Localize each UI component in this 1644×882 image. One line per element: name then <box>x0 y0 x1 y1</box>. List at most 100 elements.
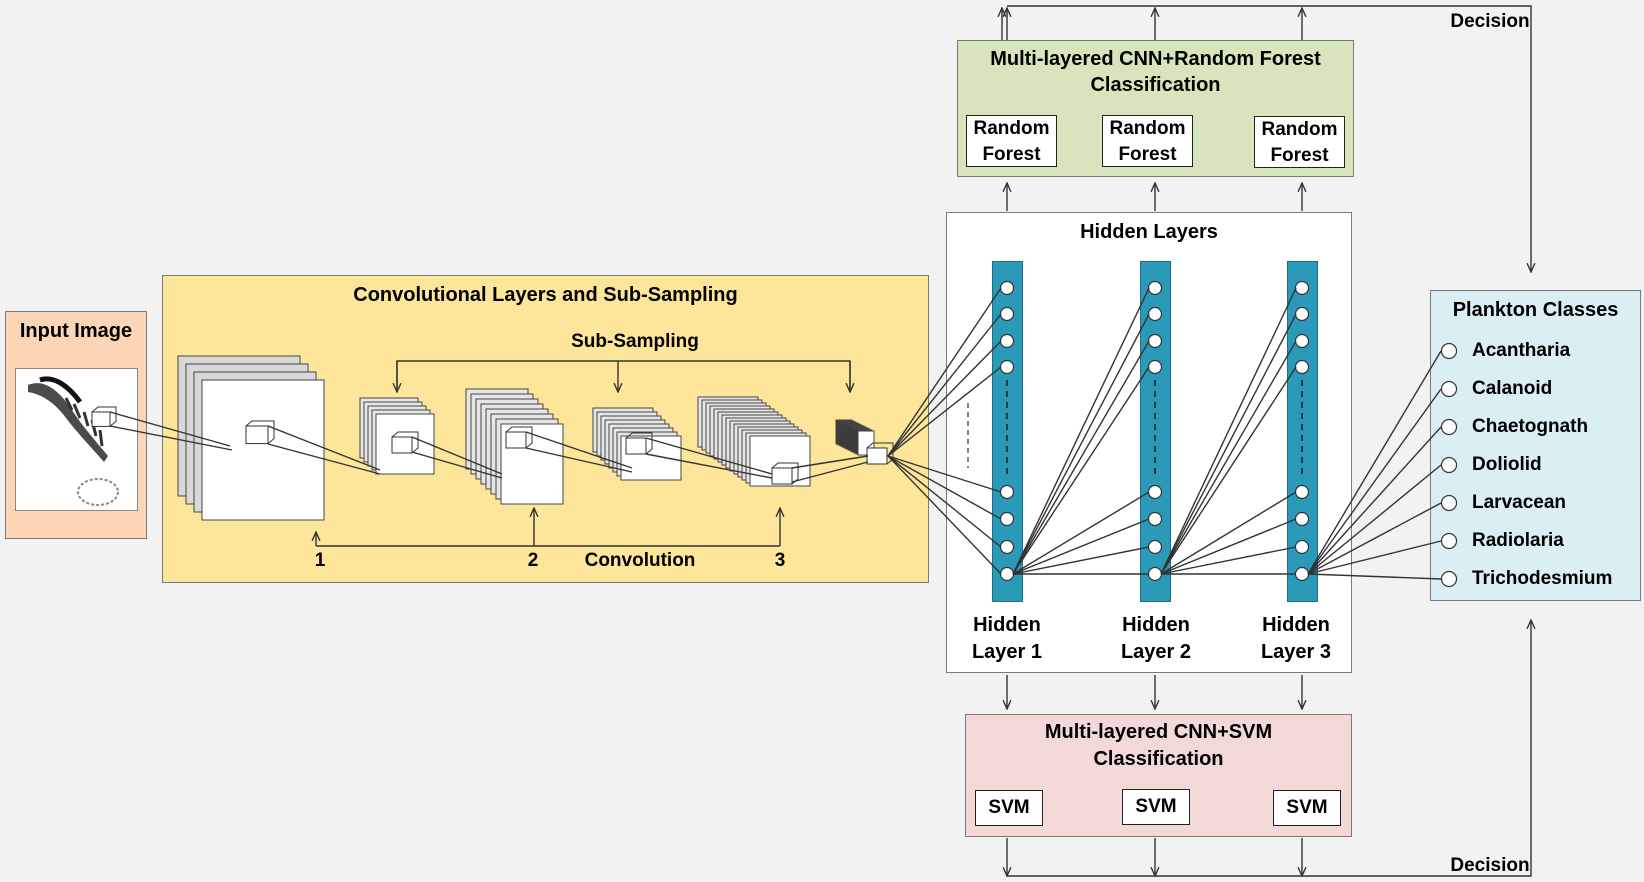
class-node <box>1440 456 1458 474</box>
kernel-cube <box>91 406 117 427</box>
input-connection <box>887 366 1002 457</box>
output-connection <box>1307 573 1442 580</box>
hidden-node <box>1147 484 1163 500</box>
hidden-node <box>1294 511 1310 527</box>
plankton-classes-title: Plankton Classes <box>1452 299 1619 321</box>
kernel-cube <box>391 436 413 454</box>
decision-route-bottom <box>1007 620 1531 877</box>
rf-item-line2: Forest <box>1270 145 1329 166</box>
feature-map-stack-1 <box>201 379 325 521</box>
projection-line <box>791 455 869 469</box>
hidden-node <box>1147 511 1163 527</box>
hidden-node <box>999 539 1015 555</box>
kernel-cube <box>245 420 275 444</box>
input-connection <box>887 455 1002 548</box>
subsampling-label: Sub-Sampling <box>571 331 699 352</box>
output-connection <box>1307 388 1442 575</box>
rf-item-line2: Forest <box>1118 144 1177 165</box>
hidden-layer-3-label-b: Layer 3 <box>1260 641 1332 663</box>
plankton-class-label: Radiolaria <box>1472 530 1564 551</box>
layer-connection <box>1160 491 1297 575</box>
input-connection <box>887 455 1002 575</box>
layer-connection <box>1160 313 1297 575</box>
projection-line <box>267 443 381 475</box>
hidden-node <box>1147 539 1163 555</box>
input-connection <box>887 455 1002 520</box>
projection-line <box>109 411 231 447</box>
svm-box-2: SVM <box>1122 789 1190 825</box>
hidden-node <box>1147 306 1163 322</box>
rf-item-line1: Random <box>973 118 1050 139</box>
conv-step-3: 3 <box>774 550 786 571</box>
hidden-layers-title: Hidden Layers <box>1080 221 1218 243</box>
kernel-cube <box>866 447 888 465</box>
plankton-specimen-drawing <box>28 376 119 506</box>
plankton-classes-panel <box>1430 290 1641 601</box>
rf-item-line2: Forest <box>982 144 1041 165</box>
kernel-cube <box>625 437 647 455</box>
svm-box-3: SVM <box>1273 790 1341 826</box>
plankton-class-label: Chaetognath <box>1472 416 1589 437</box>
hidden-node <box>999 484 1015 500</box>
rf-item-line1: Random <box>1261 119 1338 140</box>
layer-connection <box>1012 518 1150 575</box>
class-node <box>1440 570 1458 588</box>
decision-label-bottom: Decision <box>1450 855 1530 876</box>
layer-connection <box>1012 491 1150 575</box>
decision-label-top: Decision <box>1450 11 1530 32</box>
kernel-cube <box>625 432 653 455</box>
layer-connection <box>1012 546 1150 575</box>
convolution-label: Convolution <box>584 550 696 571</box>
layer-connection <box>1160 518 1297 575</box>
output-connection <box>1307 502 1442 575</box>
conv-step-2: 2 <box>527 550 539 571</box>
projection-line <box>525 447 633 473</box>
output-connection <box>1307 350 1442 575</box>
hidden-node <box>1147 566 1163 582</box>
conv-panel-title: Convolutional Layers and Sub-Sampling <box>353 284 738 306</box>
layer-connection <box>1012 340 1150 575</box>
projection-line <box>645 437 773 475</box>
class-node <box>1440 494 1458 512</box>
plankton-class-label: Doliolid <box>1472 454 1542 475</box>
projection-line <box>109 425 233 451</box>
projection-line <box>411 436 503 475</box>
layer-connection <box>1160 287 1297 575</box>
hidden-node <box>1294 484 1310 500</box>
kernel-cube <box>505 431 527 449</box>
projection-line <box>645 453 773 479</box>
hidden-layer-2-label-a: Hidden <box>1122 614 1190 636</box>
hidden-node <box>999 511 1015 527</box>
plankton-class-label: Acantharia <box>1472 340 1571 361</box>
output-connection <box>1307 540 1442 575</box>
hidden-layer-3-label-a: Hidden <box>1262 614 1330 636</box>
projection-line <box>267 425 381 471</box>
kernel-cube <box>391 431 419 454</box>
input-image-title: Input Image <box>19 320 133 342</box>
projection-line <box>525 431 633 469</box>
hidden-node <box>1294 359 1310 375</box>
rf-title-line1: Multi-layered CNN+Random Forest <box>990 48 1321 70</box>
hidden-node <box>999 306 1015 322</box>
output-connection <box>1307 464 1442 575</box>
plankton-class-label: Trichodesmium <box>1472 568 1613 589</box>
hidden-layer-1-label-a: Hidden <box>973 614 1041 636</box>
hidden-node <box>1294 306 1310 322</box>
kernel-cube <box>245 425 269 445</box>
hidden-node <box>1294 566 1310 582</box>
kernel-cube <box>866 442 894 465</box>
layer-connection <box>1012 313 1150 575</box>
layer-connection <box>1160 366 1297 575</box>
conv-step-1: 1 <box>314 550 326 571</box>
hidden-node <box>999 280 1015 296</box>
layer-connection <box>1012 287 1150 575</box>
subsampling-bracket <box>396 360 851 392</box>
hidden-node <box>999 359 1015 375</box>
input-connection <box>887 313 1002 457</box>
plankton-class-label: Calanoid <box>1472 378 1553 399</box>
hidden-node <box>1147 359 1163 375</box>
class-node <box>1440 418 1458 436</box>
class-node <box>1440 380 1458 398</box>
hidden-node <box>1147 280 1163 296</box>
